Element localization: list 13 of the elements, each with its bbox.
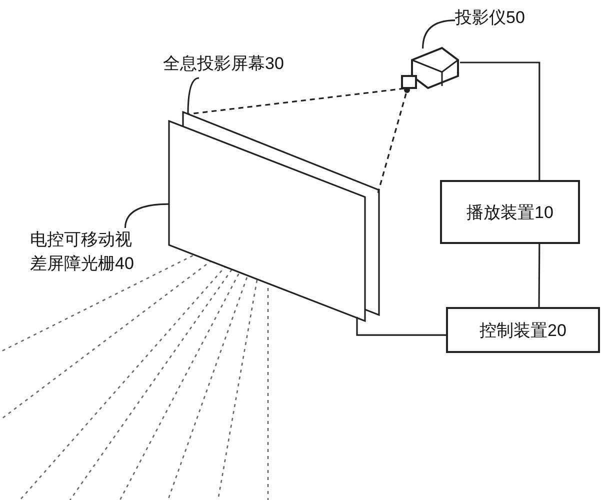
part-label: 全息投影屏幕30 — [163, 52, 343, 78]
part-label: 投影仪50 — [455, 6, 555, 32]
leader-line — [187, 77, 200, 114]
connector-line — [356, 316, 446, 336]
connector-line — [538, 244, 540, 307]
connector-line — [460, 62, 540, 180]
process-box: 控制装置20 — [446, 307, 600, 353]
leader-line — [422, 20, 456, 49]
part-label: 电控可移动视差屏障光栅40 — [30, 228, 142, 280]
projection-ray — [377, 93, 407, 194]
process-box: 播放装置10 — [440, 180, 580, 244]
projection-ray — [188, 88, 404, 115]
leader-line — [124, 203, 170, 228]
